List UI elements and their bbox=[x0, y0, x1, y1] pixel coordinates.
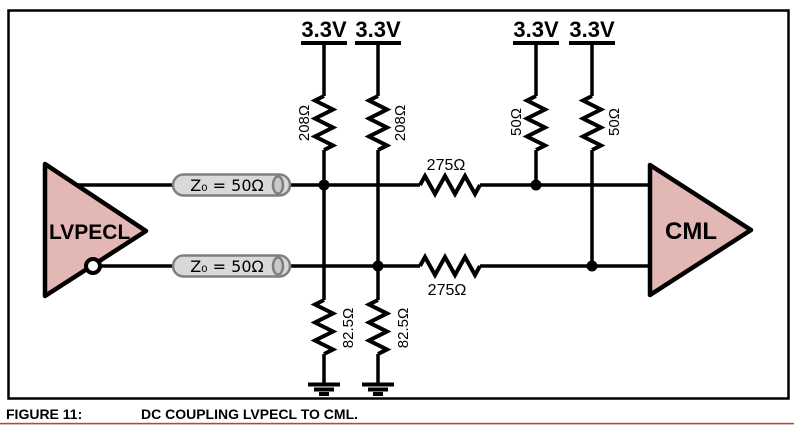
supply-rail-2: 3.3V bbox=[355, 17, 401, 45]
resistor-symbol bbox=[522, 94, 550, 152]
resistor-symbol bbox=[364, 298, 392, 356]
supply-label: 3.3V bbox=[569, 17, 615, 42]
resistor-50-2: 50Ω bbox=[578, 94, 623, 152]
tline-end-cap-icon bbox=[271, 175, 285, 195]
resistor-275-upper: 275Ω bbox=[418, 157, 482, 199]
resistor-50-1: 50Ω bbox=[508, 94, 550, 152]
caption-rule bbox=[0, 422, 794, 425]
resistor-symbol bbox=[310, 298, 338, 356]
resistor-symbol bbox=[364, 94, 392, 152]
resistor-value: 208Ω bbox=[392, 105, 409, 141]
resistor-symbol bbox=[418, 252, 482, 280]
resistor-value: 82.5Ω bbox=[395, 308, 412, 348]
resistor-value: 208Ω bbox=[296, 105, 313, 141]
junction-dot bbox=[586, 260, 598, 272]
junction-dot bbox=[318, 179, 330, 191]
figure-title: DC COUPLING LVPECL TO CML. bbox=[141, 406, 358, 422]
transmission-line-lower: Z₀ = 50Ω bbox=[171, 254, 292, 278]
figure-caption: FIGURE 11: DC COUPLING LVPECL TO CML. bbox=[0, 406, 794, 425]
supply-rail-4: 3.3V bbox=[569, 17, 615, 45]
buffer-triangle bbox=[647, 162, 754, 298]
ground-symbol-1 bbox=[308, 382, 340, 396]
supply-label: 3.3V bbox=[355, 17, 401, 42]
lvpecl-buffer: LVPECL bbox=[42, 161, 149, 299]
supply-label: 3.3V bbox=[513, 17, 559, 42]
tline-label: Z₀ = 50Ω bbox=[190, 176, 264, 195]
supply-rail-1: 3.3V bbox=[301, 17, 347, 45]
inverter-bubble-icon bbox=[84, 257, 102, 275]
tline-body bbox=[171, 254, 292, 278]
ground-symbol-2 bbox=[362, 382, 394, 396]
resistor-symbol bbox=[310, 94, 338, 152]
resistor-value: 275Ω bbox=[427, 157, 466, 174]
device-label: LVPECL bbox=[49, 221, 130, 244]
resistor-208-2: 208Ω bbox=[364, 94, 409, 152]
tline-body bbox=[171, 173, 292, 197]
supply-rail-3: 3.3V bbox=[513, 17, 559, 45]
resistor-symbol bbox=[578, 94, 606, 152]
resistor-symbol bbox=[418, 171, 482, 199]
device-label: CML bbox=[665, 218, 717, 245]
resistor-value: 50Ω bbox=[606, 108, 623, 136]
transmission-line-upper: Z₀ = 50Ω bbox=[171, 173, 292, 197]
junction-dot bbox=[530, 179, 542, 191]
supply-label: 3.3V bbox=[301, 17, 347, 42]
tline-label: Z₀ = 50Ω bbox=[190, 257, 264, 276]
resistor-208-1: 208Ω bbox=[296, 94, 338, 152]
resistor-value: 275Ω bbox=[428, 282, 467, 299]
figure-number: FIGURE 11: bbox=[6, 406, 82, 422]
resistor-275-lower: 275Ω bbox=[418, 252, 482, 299]
resistor-value: 50Ω bbox=[508, 108, 525, 136]
resistor-82p5-2: 82.5Ω bbox=[364, 298, 412, 356]
resistor-value: 82.5Ω bbox=[340, 308, 357, 348]
cml-buffer: CML bbox=[647, 162, 754, 298]
resistor-82p5-1: 82.5Ω bbox=[310, 298, 357, 356]
junction-dot bbox=[372, 260, 384, 272]
tline-end-cap-icon bbox=[271, 256, 285, 276]
